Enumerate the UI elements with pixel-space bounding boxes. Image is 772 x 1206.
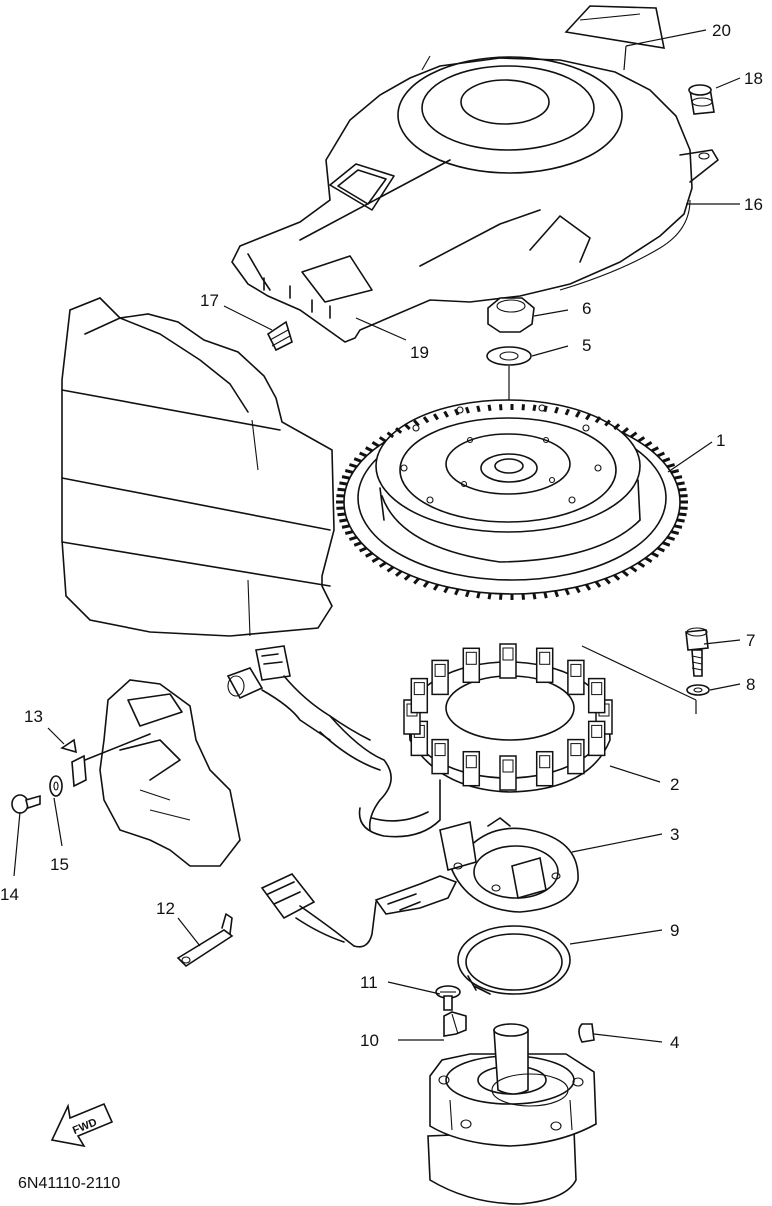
part-5-washer xyxy=(486,346,532,366)
fwd-arrow-icon: FWD xyxy=(50,1102,114,1148)
part-9-circlip xyxy=(457,925,571,995)
part-15-washer xyxy=(49,775,63,797)
callout-9: 9 xyxy=(670,921,679,940)
callout-7: 7 xyxy=(746,631,755,650)
callout-18: 18 xyxy=(744,69,763,88)
part-4-woodruff-key xyxy=(578,1023,595,1043)
callout-4: 4 xyxy=(670,1033,679,1052)
part-13-clip xyxy=(60,738,87,788)
part-18-grommet xyxy=(688,84,715,115)
engine-cover-outline xyxy=(61,297,335,637)
callout-2: 2 xyxy=(670,775,679,794)
part-1-flywheel xyxy=(336,399,688,600)
part-6-nut xyxy=(487,297,535,333)
diagram-code: 6N41110-2110 xyxy=(18,1175,120,1192)
callout-19: 19 xyxy=(410,343,429,362)
callout-6: 6 xyxy=(582,299,591,318)
callout-8: 8 xyxy=(746,675,755,694)
callout-1: 1 xyxy=(716,431,725,450)
callout-14: 14 xyxy=(0,885,19,904)
part-8-washer xyxy=(686,684,710,696)
part-3-pulser-coil xyxy=(353,817,579,948)
leader-lines xyxy=(13,29,741,1043)
callout-12: 12 xyxy=(156,899,175,918)
part-11-screw xyxy=(435,985,461,1011)
callout-16: 16 xyxy=(744,195,763,214)
pulser-connector xyxy=(260,873,355,947)
flywheel-ring-gear-teeth xyxy=(336,404,688,600)
part-20-decal xyxy=(564,5,666,49)
callout-3: 3 xyxy=(670,825,679,844)
part-16-flywheel-cover xyxy=(231,55,719,343)
part-12-plate xyxy=(176,913,234,968)
callout-20: 20 xyxy=(712,21,731,40)
part-7-bolt xyxy=(685,627,709,677)
part-17-grommet xyxy=(266,320,293,352)
part-10-clamp xyxy=(443,1011,467,1037)
crankshaft-base xyxy=(427,1023,597,1205)
callout-labels: 20 18 16 17 6 19 5 1 7 8 13 2 3 15 14 12… xyxy=(0,21,763,1052)
callout-13: 13 xyxy=(24,707,43,726)
stator-wiring-harness xyxy=(226,645,441,838)
stator-pole-cores xyxy=(403,643,613,791)
flywheel-bolt-holes xyxy=(400,404,602,504)
part-14-bolt xyxy=(11,794,41,814)
callout-11: 11 xyxy=(360,973,378,992)
callout-10: 10 xyxy=(360,1031,379,1050)
callout-15: 15 xyxy=(50,855,69,874)
engine-bracket xyxy=(79,679,241,867)
part-2-stator xyxy=(403,643,613,793)
callout-5: 5 xyxy=(582,336,591,355)
callout-17: 17 xyxy=(200,291,219,310)
